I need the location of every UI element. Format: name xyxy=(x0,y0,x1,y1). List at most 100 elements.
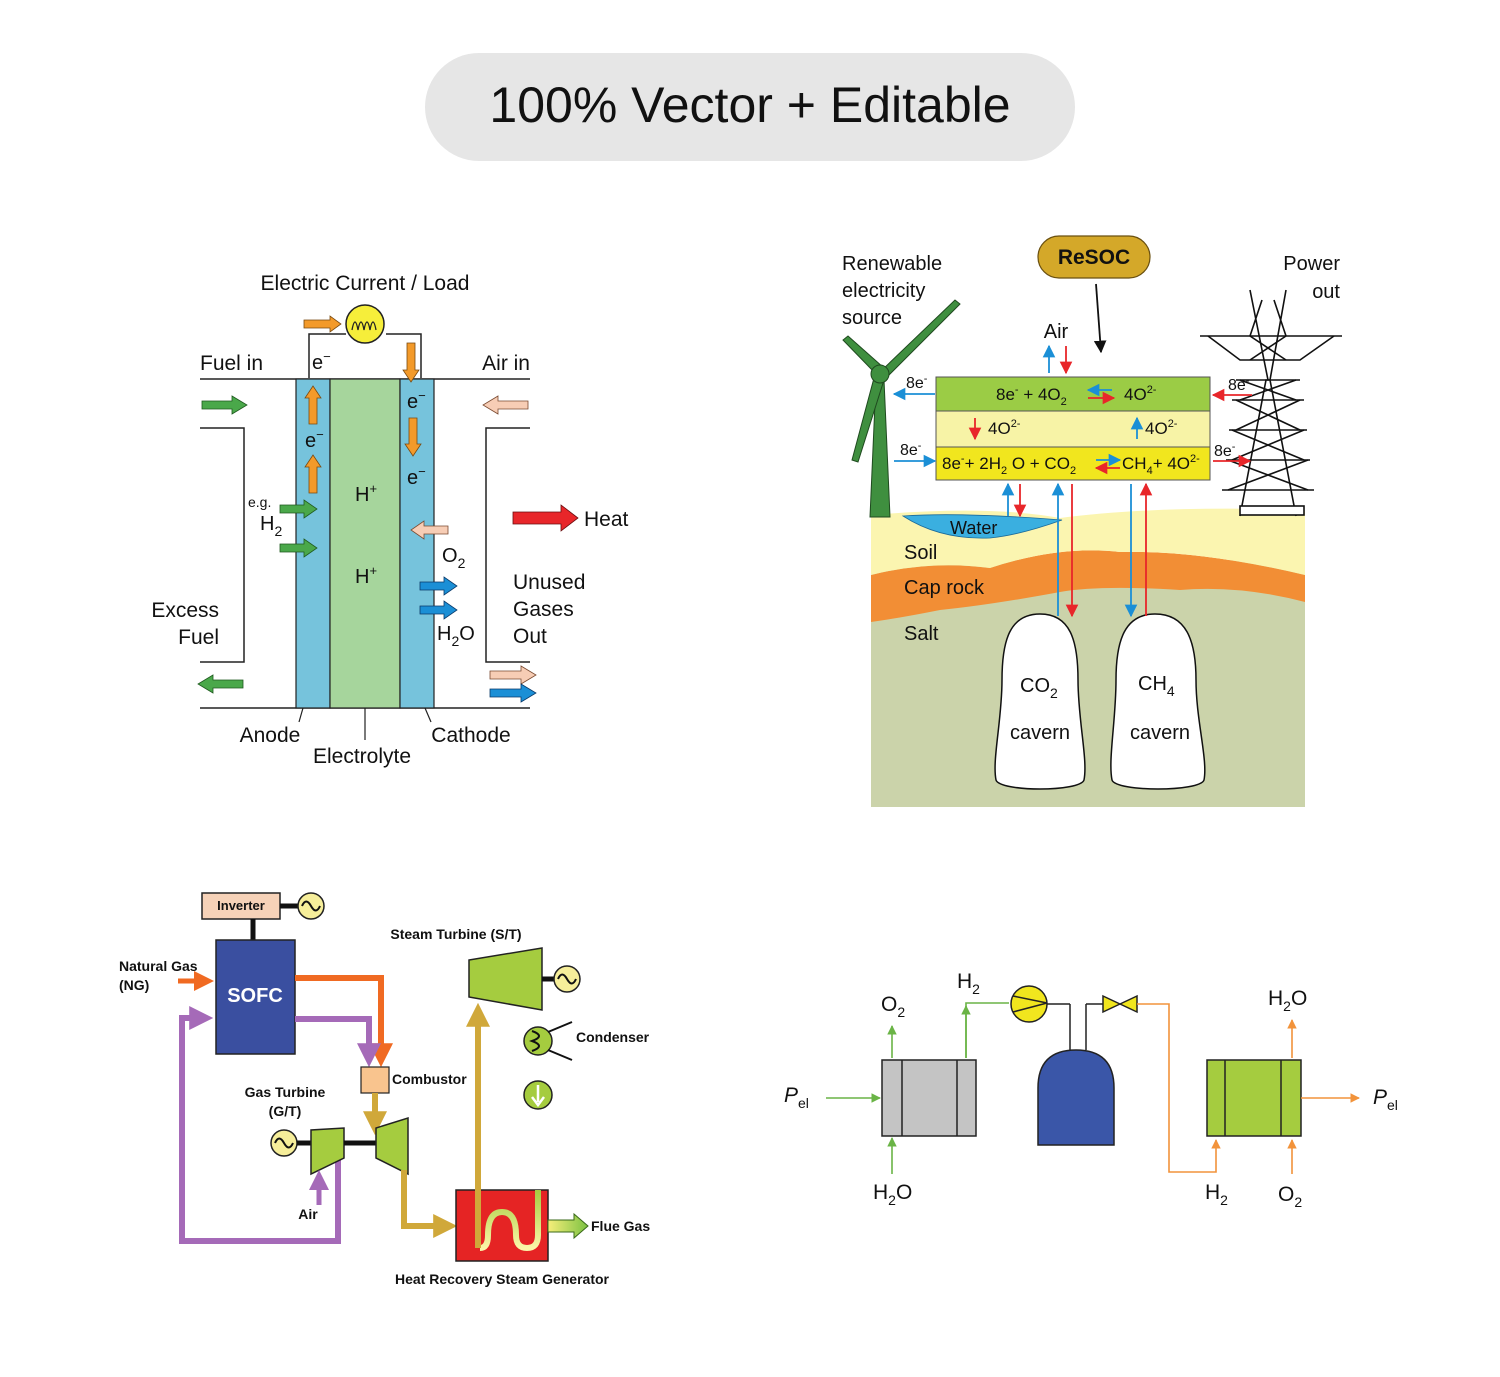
water-out-arrow xyxy=(419,600,458,620)
electron-label-cathode-2: e− xyxy=(407,464,426,489)
resoc-badge-label: ReSOC xyxy=(1058,246,1130,269)
natural-gas-label-2: (NG) xyxy=(119,977,149,993)
banner-title: 100% Vector + Editable xyxy=(489,77,1010,133)
water-out-arrow xyxy=(419,576,458,596)
oxygen-arrow xyxy=(410,520,449,540)
e8-left-bottom: 8e- xyxy=(900,440,922,459)
e8-left-top: 8e- xyxy=(906,373,928,392)
electron-label-top: e− xyxy=(312,349,331,374)
hydrogen-storage-diagram: Pel H2O O2 H2 H2 O2 H2O Pel xyxy=(784,970,1398,1210)
fuel-cell-diagram: Electric Current / Load Fuel in Air in e… xyxy=(151,272,628,768)
top-reaction-right: 4O2- xyxy=(1124,384,1157,404)
gas-turbine-shape xyxy=(375,1116,409,1176)
water-label: Water xyxy=(950,518,997,538)
unused-water-arrow xyxy=(489,683,537,703)
electrolyte-layer xyxy=(329,378,401,709)
sofc-plant-diagram: Inverter SOFC Natural Gas (NG) Combustor… xyxy=(119,892,650,1287)
fuel-electrode-layer xyxy=(935,446,1211,481)
electrolyte-layer xyxy=(935,410,1211,448)
flue-gas-arrow xyxy=(547,1212,589,1240)
natural-gas-label-1: Natural Gas xyxy=(119,958,198,974)
h2o-label: H2O xyxy=(437,623,475,649)
heat-label: Heat xyxy=(584,508,629,531)
ch4-label: CH4 xyxy=(1138,673,1175,699)
power-out-label-1: Power xyxy=(1283,253,1340,275)
h2-in-label: H2 xyxy=(1205,1181,1228,1208)
condenser-label: Condenser xyxy=(576,1029,650,1045)
unused-gases-label-2: Gases xyxy=(513,598,574,621)
electron-label-cathode-1: e− xyxy=(407,388,426,413)
steam-turbine-label: Steam Turbine (S/T) xyxy=(390,926,521,942)
unused-air-arrow xyxy=(489,665,537,685)
excess-fuel-label-2: Fuel xyxy=(178,626,219,649)
hrsg-block xyxy=(455,1189,549,1262)
salt-label: Salt xyxy=(904,623,939,645)
p-el-out-label: Pel xyxy=(1373,1086,1398,1113)
compressor-shape xyxy=(310,1127,345,1176)
unused-gases-label-1: Unused xyxy=(513,571,585,594)
mid-ion-right: 4O2- xyxy=(1145,418,1178,438)
anode-layer xyxy=(295,378,331,709)
flue-gas-label: Flue Gas xyxy=(591,1218,650,1234)
cathode-label: Cathode xyxy=(431,724,510,747)
h2o-out-label: H2O xyxy=(1268,987,1307,1014)
fuel-in-arrow xyxy=(201,395,248,415)
valve-icon xyxy=(1102,994,1138,1014)
power-tower-icon xyxy=(1200,289,1342,517)
resoc-diagram: Water Soil Cap rock Salt CO2 cavern CH4 … xyxy=(842,235,1342,807)
soil-label: Soil xyxy=(904,542,937,564)
electron-down-arrow xyxy=(402,342,420,383)
excess-fuel-arrow xyxy=(197,674,244,694)
h2-label: H2 xyxy=(260,513,282,539)
o2-label: O2 xyxy=(442,545,466,571)
power-out-label-2: out xyxy=(1312,281,1340,303)
co2-cavern-label: cavern xyxy=(1010,722,1070,744)
eg-label: e.g. xyxy=(248,494,271,510)
co2-cavern xyxy=(994,613,1086,790)
proton-label-2: H+ xyxy=(355,563,377,588)
h2o-in-label: H2O xyxy=(873,1181,912,1208)
air-label: Air xyxy=(1044,321,1069,343)
fuel-cell-block xyxy=(1206,1059,1302,1137)
bottom-reaction-left: 8e-+ 2H2 O + CO2 xyxy=(942,453,1076,477)
cap-rock-label: Cap rock xyxy=(904,577,985,599)
bottom-reaction-right: CH4+ 4O2- xyxy=(1122,453,1200,477)
hrsg-label: Heat Recovery Steam Generator xyxy=(395,1271,610,1287)
air-electrode-layer xyxy=(935,376,1211,412)
wind-turbine-icon xyxy=(842,299,961,518)
gas-turbine-label-1: Gas Turbine xyxy=(245,1084,326,1100)
combustor-box xyxy=(360,1066,390,1094)
air-in-arrow xyxy=(482,395,529,415)
electron-up-arrow xyxy=(304,385,322,425)
air-in-label: Air in xyxy=(482,352,530,375)
gt-air-label: Air xyxy=(298,1206,318,1222)
fuel-in-label: Fuel in xyxy=(200,352,263,375)
inverter-label: Inverter xyxy=(217,898,265,913)
p-el-in-label: Pel xyxy=(784,1084,809,1111)
anode-label: Anode xyxy=(240,724,301,747)
electron-up-arrow xyxy=(304,454,322,494)
h2-out-label: H2 xyxy=(957,970,980,997)
banner: 100% Vector + Editable xyxy=(425,53,1075,161)
steam-turbine-shape xyxy=(468,947,543,1011)
hydrogen-arrow xyxy=(279,499,318,519)
load-label: Electric Current / Load xyxy=(261,272,470,295)
combustor-label: Combustor xyxy=(392,1071,467,1087)
renewable-label-1: Renewable xyxy=(842,253,942,275)
e8-right-bottom: 8e- xyxy=(1214,441,1236,460)
heat-arrow xyxy=(512,504,579,532)
renewable-label-2: electricity xyxy=(842,280,925,302)
proton-label-1: H+ xyxy=(355,481,377,506)
e8-right-top: 8e- xyxy=(1228,375,1250,394)
electron-flow-arrow xyxy=(303,315,342,333)
excess-fuel-label-1: Excess xyxy=(151,599,219,622)
inverter-box xyxy=(201,892,281,920)
sofc-block xyxy=(215,939,296,1055)
resoc-badge xyxy=(1037,235,1151,279)
co2-label: CO2 xyxy=(1020,675,1058,701)
renewable-label-3: source xyxy=(842,307,902,329)
gas-turbine-label-2: (G/T) xyxy=(269,1103,302,1119)
electrolyzer-block xyxy=(881,1059,977,1137)
ch4-cavern-label: cavern xyxy=(1130,722,1190,744)
